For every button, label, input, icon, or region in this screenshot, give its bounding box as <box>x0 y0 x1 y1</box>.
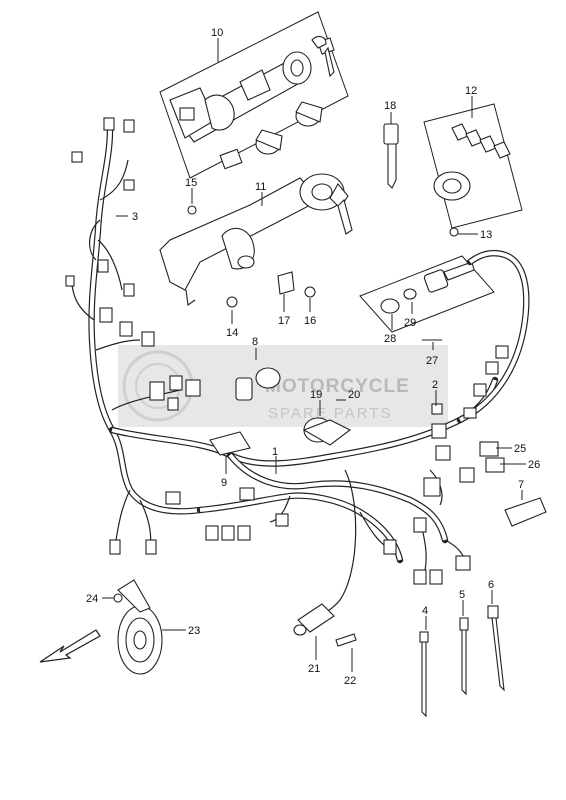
harness-connectors <box>65 117 547 585</box>
label-10: 10 <box>211 27 223 39</box>
label-13: 13 <box>480 229 492 241</box>
label-22: 22 <box>344 675 356 687</box>
ignition-lock-set-box <box>159 11 349 179</box>
watermark-line2: SPARE PARTS <box>268 405 393 422</box>
switch-bracket <box>293 603 357 647</box>
label-16: 16 <box>304 315 316 327</box>
label-18: 18 <box>384 100 396 112</box>
label-14: 14 <box>226 327 238 339</box>
cable-ties <box>419 605 505 718</box>
label-26: 26 <box>528 459 540 471</box>
watermark: MOTORCYCLE SPARE PARTS <box>118 345 448 427</box>
label-21: 21 <box>308 663 320 675</box>
label-4: 4 <box>422 605 428 617</box>
horn-assembly <box>113 579 163 675</box>
label-3: 3 <box>132 211 138 223</box>
label-27: 27 <box>426 355 438 367</box>
label-8: 8 <box>252 336 258 348</box>
label-15: 15 <box>185 177 197 189</box>
label-11: 11 <box>255 181 266 193</box>
label-7: 7 <box>518 479 524 491</box>
leader-lines <box>102 38 526 672</box>
label-6: 6 <box>488 579 494 591</box>
label-19: 19 <box>310 389 322 401</box>
label-20: 20 <box>348 389 360 401</box>
switch-box <box>359 255 495 333</box>
label-9: 9 <box>221 477 227 489</box>
label-12: 12 <box>465 85 477 97</box>
key-cap-set-box <box>423 103 523 229</box>
label-17: 17 <box>278 315 290 327</box>
label-1: 1 <box>272 446 278 458</box>
label-29: 29 <box>404 317 416 329</box>
steering-lock-assembly <box>159 173 353 306</box>
key-blank <box>383 123 399 189</box>
label-25: 25 <box>514 443 526 455</box>
watermark-line1: MOTORCYCLE <box>265 376 410 397</box>
front-direction-arrow <box>39 629 101 663</box>
label-28: 28 <box>384 333 396 345</box>
part-number-labels: 1 2 3 4 5 6 7 8 9 10 11 12 13 14 15 16 1… <box>86 27 540 687</box>
label-2: 2 <box>432 379 438 391</box>
label-5: 5 <box>459 589 465 601</box>
label-23: 23 <box>188 625 200 637</box>
label-24: 24 <box>86 593 98 605</box>
